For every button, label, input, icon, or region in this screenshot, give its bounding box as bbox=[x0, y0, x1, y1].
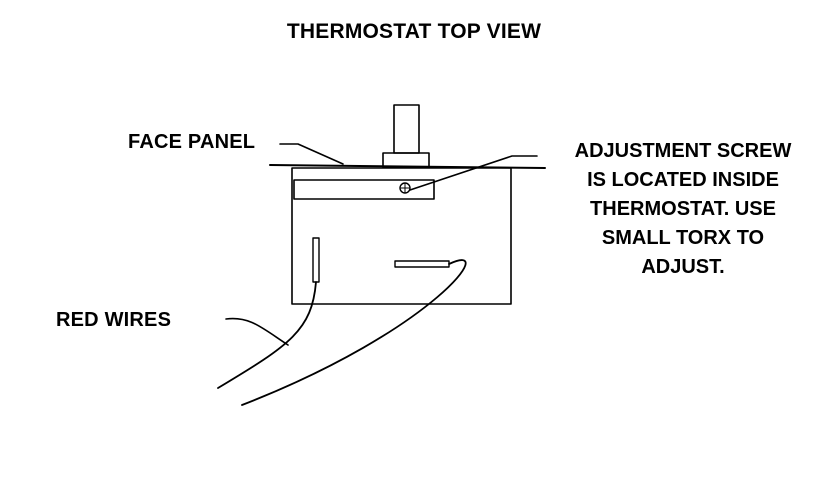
adjustment-bracket bbox=[293, 179, 435, 200]
thermostat-body bbox=[291, 167, 512, 305]
red-wire-left bbox=[217, 281, 317, 389]
adjustment-note-line: ADJUST. bbox=[641, 256, 725, 278]
leader-red-wires bbox=[225, 317, 289, 346]
terminal-tab-vertical bbox=[312, 237, 320, 283]
red-wires-label: RED WIRES bbox=[56, 309, 172, 331]
knob-shaft bbox=[393, 104, 420, 154]
diagram-title: THERMOSTAT TOP VIEW bbox=[286, 20, 542, 43]
face-panel-label: FACE PANEL bbox=[128, 131, 256, 153]
knob-base bbox=[382, 152, 430, 168]
red-wire-right bbox=[241, 259, 467, 406]
adjustment-note-line: SMALL TORX TO bbox=[601, 227, 765, 249]
leader-adjustment-screw bbox=[409, 155, 538, 191]
adjustment-screw bbox=[399, 182, 411, 194]
adjustment-note-line: ADJUSTMENT SCREW bbox=[574, 140, 792, 162]
adjustment-note-line: IS LOCATED INSIDE bbox=[587, 169, 779, 191]
adjustment-screw-note: ADJUSTMENT SCREW IS LOCATED INSIDE THERM… bbox=[540, 137, 826, 282]
terminal-tab-horizontal bbox=[394, 260, 450, 268]
adjustment-note-line: THERMOSTAT. USE bbox=[590, 198, 776, 220]
leader-face-panel bbox=[279, 143, 344, 165]
